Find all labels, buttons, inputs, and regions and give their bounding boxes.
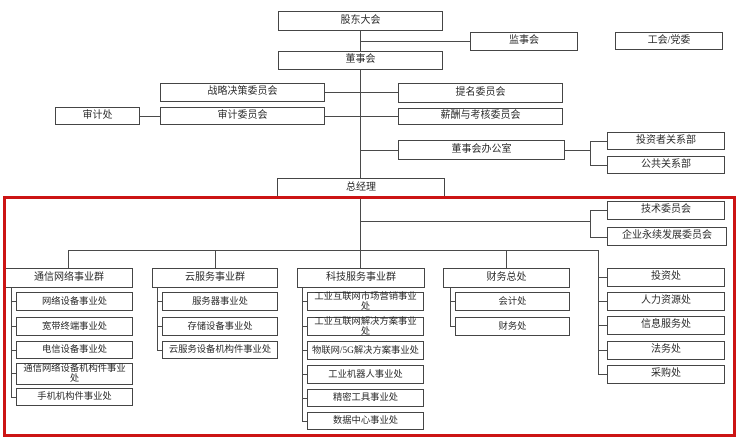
connector: [598, 301, 607, 302]
connector: [360, 150, 398, 151]
node-shareholders: 股东大会: [278, 11, 443, 31]
node-union-party: 工会/党委: [615, 32, 723, 50]
connector: [598, 374, 607, 375]
connector: [157, 350, 162, 351]
node-audit-office: 审计处: [55, 107, 140, 125]
connector: [302, 350, 307, 351]
connector: [598, 277, 607, 278]
connector: [590, 237, 607, 238]
connector: [598, 325, 607, 326]
division-box: 电信设备事业处: [16, 341, 133, 359]
connector: [11, 301, 16, 302]
connector: [360, 41, 470, 42]
node-audit-committee: 审计委员会: [160, 107, 325, 125]
staff-office-box: 法务处: [607, 341, 725, 360]
node-public-relations: 公共关系部: [607, 156, 725, 174]
connector: [11, 373, 16, 374]
division-box: 会计处: [455, 292, 570, 311]
connector: [590, 141, 591, 166]
connector: [302, 398, 307, 399]
connector: [68, 250, 598, 251]
connector: [590, 210, 607, 211]
division-box: 物联网/5G解决方案事业处: [307, 341, 424, 360]
node-sustainability-committee: 企业永续发展委员会: [607, 227, 727, 246]
connector: [302, 374, 307, 375]
node-investor-relations: 投资者关系部: [607, 132, 725, 150]
division-box: 工业互联网解决方案事业处: [307, 317, 424, 337]
connector: [590, 141, 607, 142]
connector: [325, 116, 398, 117]
group-cloud-service: 云服务事业群: [152, 268, 278, 288]
division-box: 云服务设备机构件事业处: [162, 341, 278, 359]
division-box: 通信网络设备机构件事业处: [16, 363, 133, 385]
staff-office-box: 人力资源处: [607, 292, 725, 311]
connector: [140, 116, 160, 117]
connector: [450, 301, 455, 302]
node-compensation-committee: 薪酬与考核委员会: [398, 108, 563, 125]
node-nomination-committee: 提名委员会: [398, 83, 563, 103]
connector: [11, 288, 12, 397]
division-box: 数据中心事业处: [307, 412, 424, 430]
connector: [157, 326, 162, 327]
connector: [157, 301, 162, 302]
division-box: 网络设备事业处: [16, 292, 133, 311]
connector: [11, 350, 16, 351]
division-box: 财务处: [455, 317, 570, 336]
connector: [302, 301, 307, 302]
division-box: 精密工具事业处: [307, 389, 424, 407]
division-box: 手机机构件事业处: [16, 388, 133, 406]
node-board-office: 董事会办公室: [398, 140, 565, 160]
connector: [215, 250, 216, 268]
connector: [598, 250, 599, 375]
connector: [598, 350, 607, 351]
connector: [360, 198, 361, 268]
connector: [590, 165, 607, 166]
connector: [360, 70, 361, 178]
connector: [590, 210, 591, 237]
node-supervisory-board: 监事会: [470, 32, 578, 51]
connector: [302, 326, 307, 327]
division-box: 服务器事业处: [162, 292, 278, 311]
node-general-manager: 总经理: [277, 178, 445, 198]
staff-office-box: 投资处: [607, 268, 725, 287]
connector: [506, 250, 507, 268]
division-box: 工业机器人事业处: [307, 365, 424, 384]
division-box: 存储设备事业处: [162, 317, 278, 336]
staff-office-box: 信息服务处: [607, 316, 725, 335]
group-tech-service: 科技服务事业群: [297, 268, 425, 288]
connector: [11, 326, 16, 327]
connector: [565, 150, 590, 151]
connector: [157, 288, 158, 350]
node-strategy-committee: 战略决策委员会: [160, 83, 325, 102]
connector: [325, 92, 398, 93]
connector: [450, 326, 455, 327]
group-comm-network: 通信网络事业群: [5, 268, 133, 288]
node-board: 董事会: [278, 51, 443, 70]
connector: [360, 221, 590, 222]
connector: [450, 288, 451, 326]
staff-office-box: 采购处: [607, 365, 725, 384]
node-tech-committee: 技术委员会: [607, 201, 725, 220]
division-box: 工业互联网市场营销事业处: [307, 292, 424, 312]
connector: [68, 250, 69, 268]
connector: [302, 421, 307, 422]
connector: [302, 288, 303, 421]
division-box: 宽带终端事业处: [16, 317, 133, 336]
group-finance: 财务总处: [443, 268, 570, 288]
connector: [11, 397, 16, 398]
